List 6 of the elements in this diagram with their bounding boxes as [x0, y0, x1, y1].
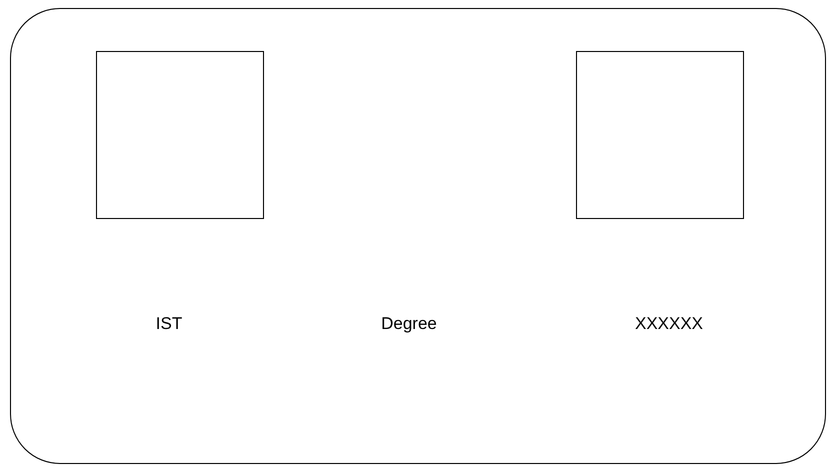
card-label: XXXXXX [634, 314, 704, 334]
square-box [576, 51, 744, 219]
card-outline [10, 8, 826, 464]
square-box [96, 51, 264, 219]
card-label: Degree [381, 314, 437, 334]
card-label: IST [156, 314, 182, 334]
